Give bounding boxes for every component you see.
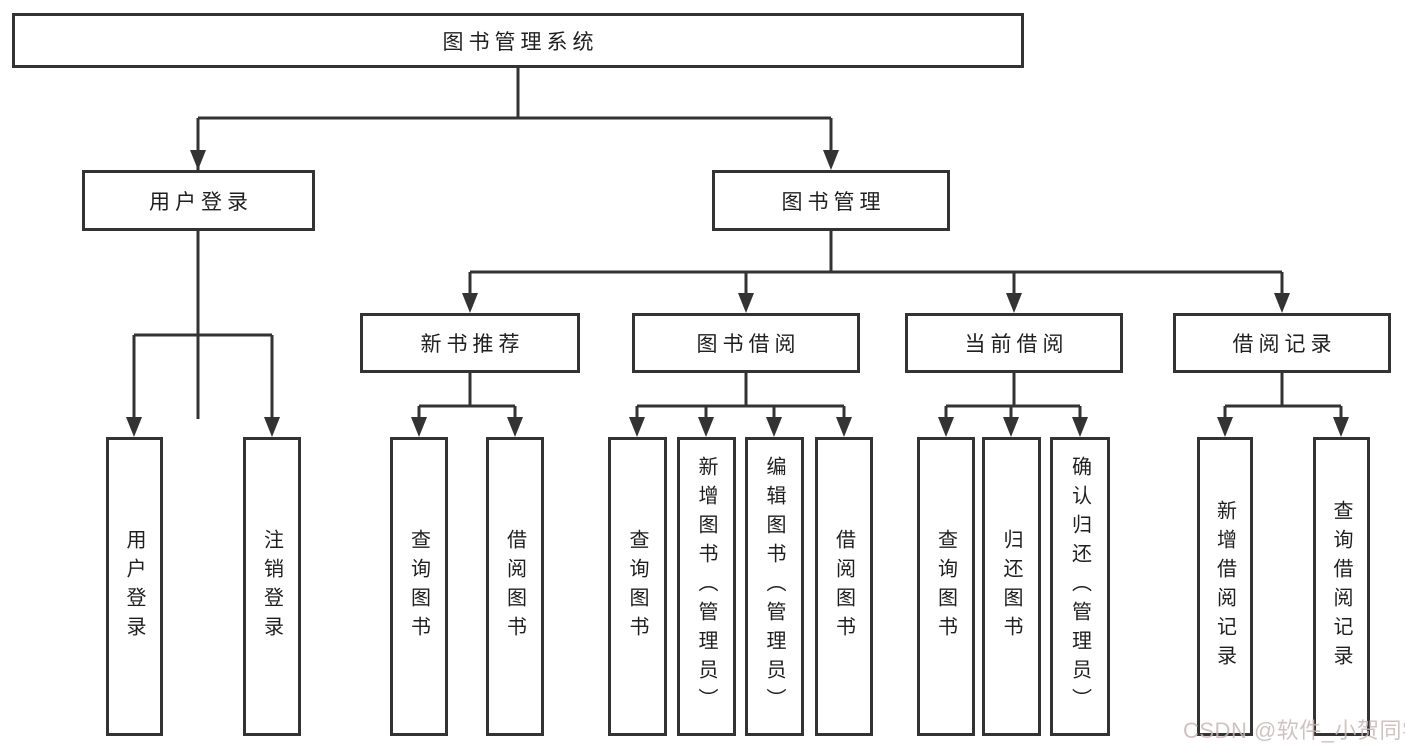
book-borrow-node: 图书借阅 xyxy=(632,313,860,373)
leaf-query-book-current-node: 查询图书 xyxy=(917,437,975,736)
connector-current-borrow-children xyxy=(938,373,1088,437)
leaf-query-book-rec-node: 查询图书 xyxy=(390,437,448,736)
connector-book-borrow-children xyxy=(629,373,852,437)
connector-root-children xyxy=(196,68,833,419)
connector-new-book-rec-children xyxy=(411,373,523,437)
root-node: 图书管理系统 xyxy=(12,13,1024,68)
connector-book-mgmt-children xyxy=(462,231,1290,313)
csdn-watermark: CSDN @软件_小贺同学 xyxy=(1183,718,1405,743)
connector-user-login-children xyxy=(126,231,280,437)
connector-borrow-records-children xyxy=(1217,373,1349,437)
leaf-user-login-node: 用户登录 xyxy=(106,437,163,736)
leaf-logout-node: 注销登录 xyxy=(243,437,301,736)
book-management-node: 图书管理 xyxy=(712,170,950,231)
leaf-add-borrow-record-node: 新增借阅记录 xyxy=(1197,437,1253,736)
leaf-borrow-book-node: 借阅图书 xyxy=(815,437,873,736)
leaf-borrow-book-rec-node: 借阅图书 xyxy=(486,437,544,736)
borrow-records-node: 借阅记录 xyxy=(1173,313,1391,373)
leaf-confirm-return-admin-node: 确认归还（管理员） xyxy=(1050,437,1110,736)
user-login-node: 用户登录 xyxy=(82,170,315,231)
leaf-query-borrow-record-node: 查询借阅记录 xyxy=(1313,437,1370,736)
connector-root-children-stems xyxy=(190,118,839,170)
current-borrow-node: 当前借阅 xyxy=(905,313,1123,373)
leaf-edit-book-admin-node: 编辑图书（管理员） xyxy=(745,437,804,736)
leaf-query-book-borrow-node: 查询图书 xyxy=(608,437,667,736)
new-book-recommend-node: 新书推荐 xyxy=(360,313,580,373)
leaf-add-book-admin-node: 新增图书（管理员） xyxy=(677,437,736,736)
leaf-return-book-node: 归还图书 xyxy=(982,437,1041,736)
